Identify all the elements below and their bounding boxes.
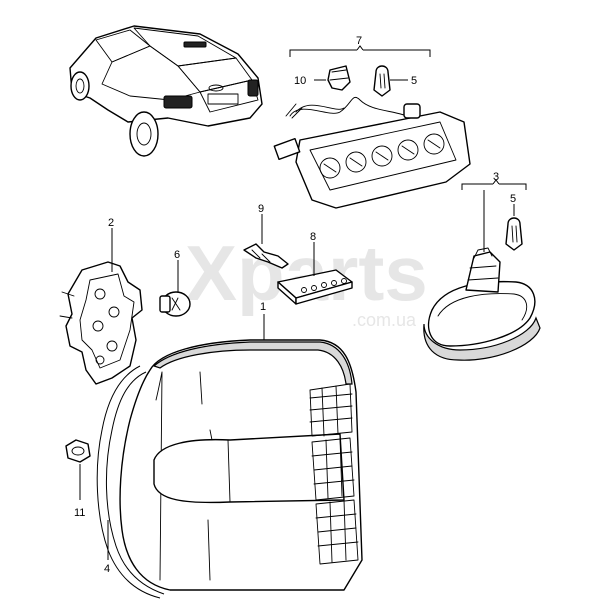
part-6-bulb bbox=[159, 260, 191, 317]
part-1-tail-lamp bbox=[119, 314, 363, 591]
callout-10: 10 bbox=[294, 75, 306, 87]
part-5-bulb-top bbox=[373, 65, 408, 97]
part-10-socket bbox=[314, 65, 351, 91]
part-2-bulb-holder bbox=[59, 228, 143, 385]
callout-1: 1 bbox=[260, 301, 266, 313]
callout-5-right: 5 bbox=[510, 193, 516, 205]
part-5-bulb-right bbox=[505, 204, 523, 251]
part-8-circuit-board bbox=[277, 242, 353, 305]
watermark-main: Xparts bbox=[185, 229, 428, 317]
callout-7: 7 bbox=[356, 35, 362, 47]
callout-labels: 1 2 3 4 5 5 6 7 8 9 10 11 bbox=[74, 35, 516, 575]
callout-8: 8 bbox=[310, 231, 316, 243]
callout-4: 4 bbox=[104, 563, 110, 575]
car-illustration bbox=[69, 25, 263, 157]
part-7-brake-light bbox=[273, 45, 471, 209]
callout-6: 6 bbox=[174, 249, 180, 261]
part-9-contact bbox=[243, 214, 289, 269]
callout-2: 2 bbox=[108, 217, 114, 229]
callout-3: 3 bbox=[493, 171, 499, 183]
callout-5-top: 5 bbox=[411, 75, 417, 87]
part-4-gasket bbox=[96, 365, 165, 599]
part-11-nut bbox=[65, 439, 91, 500]
part-3-lamp bbox=[423, 179, 541, 361]
callout-9: 9 bbox=[258, 203, 264, 215]
watermark-sub: .com.ua bbox=[352, 310, 417, 330]
callout-11: 11 bbox=[74, 507, 85, 519]
